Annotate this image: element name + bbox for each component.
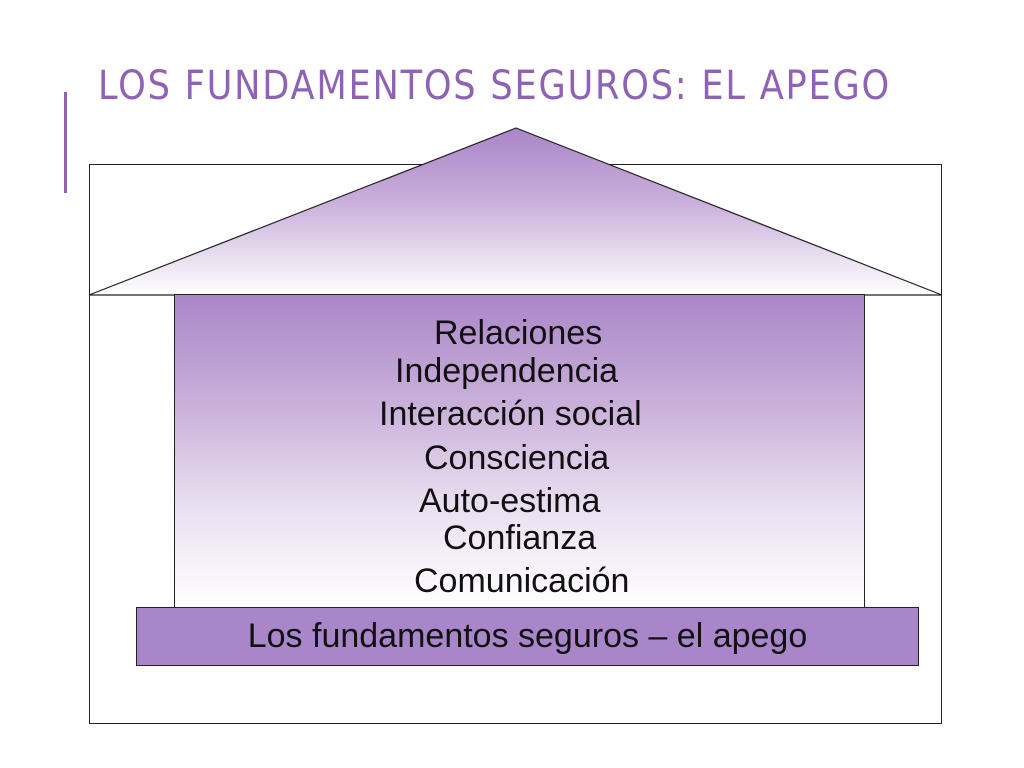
wall-item-relaciones: Relaciones <box>434 314 603 352</box>
title-accent-bar <box>64 92 67 193</box>
house-wall: Relaciones Independencia Interacción soc… <box>174 294 865 610</box>
foundation-label: Los fundamentos seguros – el apego <box>247 617 808 655</box>
wall-item-confianza: Confianza <box>443 519 597 557</box>
slide-title: LOS FUNDAMENTOS SEGUROS: EL APEGO <box>98 63 892 109</box>
wall-item-comunicacion: Comunicación <box>414 562 630 600</box>
wall-item-auto-estima: Auto-estima <box>419 482 601 520</box>
roof-triangle <box>88 127 943 296</box>
wall-item-interaccion-social: Interacción social <box>379 395 642 433</box>
wall-item-consciencia: Consciencia <box>424 439 610 477</box>
wall-item-independencia: Independencia <box>395 352 619 390</box>
house-foundation: Los fundamentos seguros – el apego <box>136 607 919 666</box>
